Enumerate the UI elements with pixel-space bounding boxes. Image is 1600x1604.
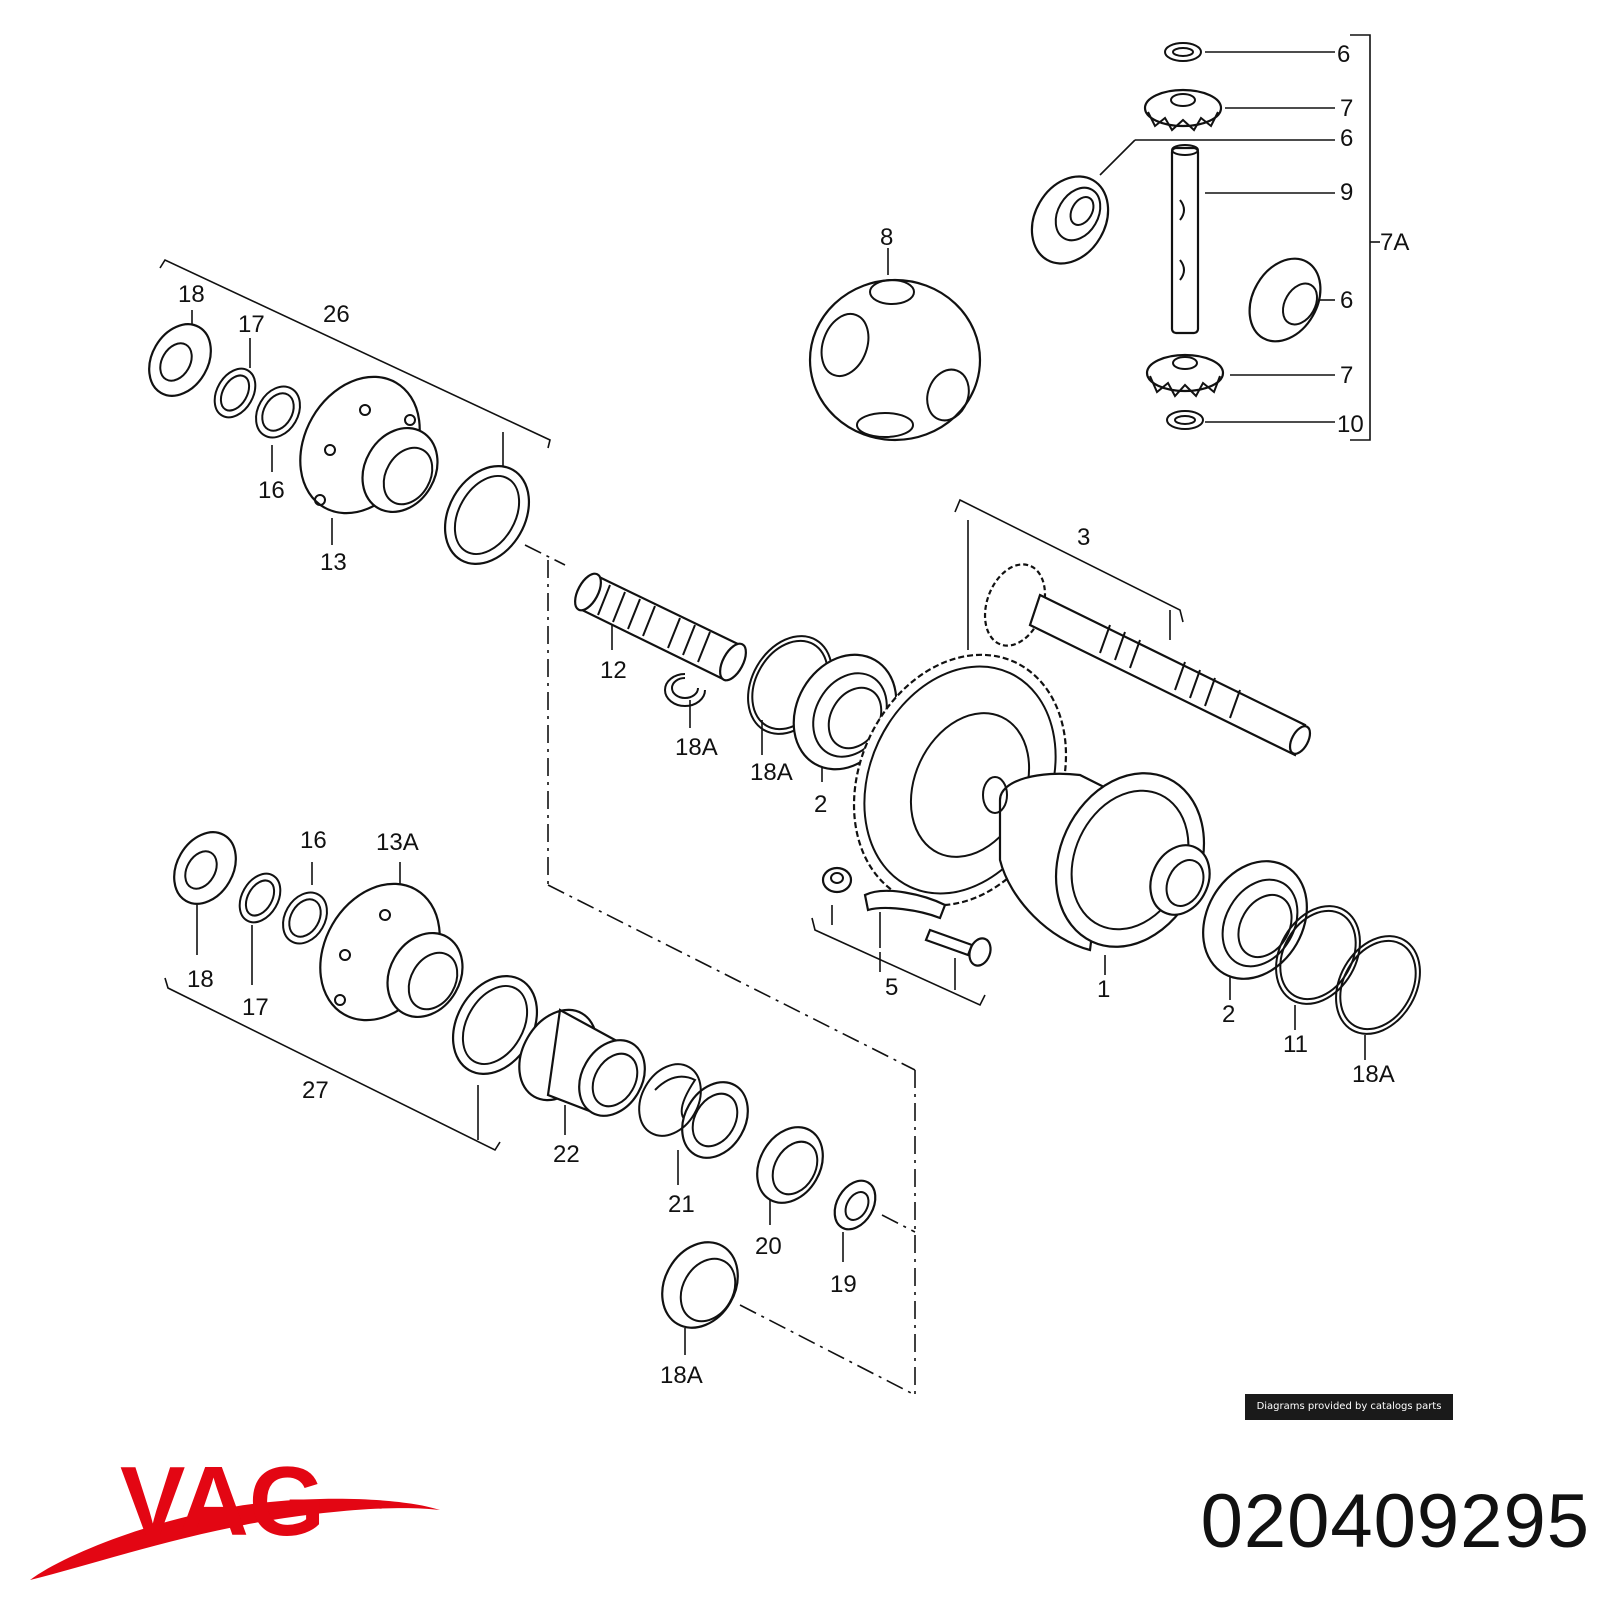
callout-label: 10 [1337,411,1364,438]
callout-label: 6 [1340,287,1353,314]
brand-name: VAG [120,1446,325,1556]
callout-label: 17 [238,311,265,338]
callout-label: 5 [885,974,898,1001]
callout-label: 7A [1380,229,1409,256]
callout-label: 18 [187,966,214,993]
callout-label: 26 [323,301,350,328]
callout-label: 3 [1077,524,1090,551]
callout-label: 13A [376,829,419,856]
callout-label: 9 [1340,179,1353,206]
seal-16-top [148,323,212,397]
circlip-10-top [1164,42,1202,62]
callout-label: 17 [242,994,269,1021]
sleeve-18A [661,1241,739,1329]
seal-lower [451,975,539,1075]
callout-label: 27 [302,1077,329,1104]
spider-gear-7-top [1143,88,1223,132]
circlip-15-bottom [238,872,282,924]
bearing-2-right [1202,860,1308,980]
callout-label: 18A [750,759,793,786]
diff-case-1 [982,772,1211,952]
callout-labels: 6 7 6 9 7A 6 7 10 8 18 17 26 16 13 3 12 … [178,41,1409,1389]
flange-13 [299,375,439,515]
circlip-18 [664,673,706,707]
callout-label: 7 [1340,95,1353,122]
callout-label: 12 [600,657,627,684]
callout-label: 2 [814,791,827,818]
callout-label: 6 [1337,41,1350,68]
fasteners-5 [821,866,992,967]
side-gear-6-upper [1030,175,1110,265]
pin-9 [1170,144,1200,335]
callout-label: 8 [880,224,893,251]
diagram-credit-badge: Diagrams provided by catalogs parts [1245,1394,1453,1420]
callout-label: 7 [1340,362,1353,389]
spider-gear-7-bottom [1145,353,1225,398]
side-gear-6-lower [1248,257,1322,343]
callout-label: 2 [1222,1001,1235,1028]
callout-label: 18A [1352,1061,1395,1088]
ring-14-bottom [282,891,328,945]
circlip-15-top [213,367,257,419]
callout-label: 13 [320,549,347,576]
callout-label: 21 [668,1191,695,1218]
callout-label: 11 [1283,1031,1308,1058]
ring-14-top [255,385,301,439]
seal-16-bottom [173,831,237,905]
circlip-10-bottom [1166,410,1204,430]
callout-label: 20 [755,1233,782,1260]
callout-label: 18 [178,281,205,308]
callout-label: 6 [1340,125,1353,152]
shaft-12 [574,572,747,682]
part-number: 020409295 [1200,1479,1590,1564]
callout-label: 1 [1097,976,1110,1003]
seal-26 [443,465,531,565]
callout-label: 16 [258,477,285,504]
callout-label: 18A [660,1362,703,1389]
spring-21 [638,1063,749,1159]
housing-8 [808,278,982,442]
vag-logo: VAG [30,1446,440,1580]
flange-13A [319,882,464,1022]
callout-label: 19 [830,1271,857,1298]
sleeve-22 [518,1008,646,1117]
callout-label: 22 [553,1141,580,1168]
ring-17-right [1335,935,1421,1035]
nut-19 [833,1179,877,1231]
callout-label: 16 [300,827,327,854]
ring-20 [756,1126,824,1204]
leader-lines [159,34,1380,1396]
callout-label: 18A [675,734,718,761]
pinion-shaft-3 [983,563,1312,757]
part-drawings [148,42,1421,1329]
